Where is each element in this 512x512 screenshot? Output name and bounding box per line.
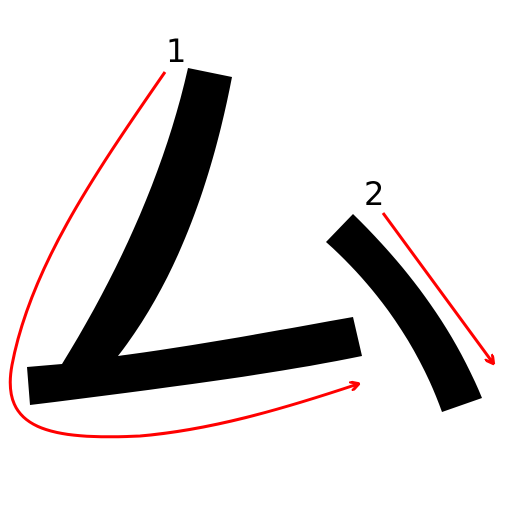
stroke-1-shape bbox=[27, 68, 362, 405]
stroke-2-shape bbox=[326, 214, 482, 412]
stroke-1 bbox=[27, 68, 362, 405]
stroke-2-direction-arrow bbox=[381, 212, 493, 363]
stroke-1-direction-arrow bbox=[8, 71, 358, 439]
stroke-2 bbox=[326, 214, 482, 412]
stroke-1-number: 1 bbox=[166, 32, 186, 70]
stroke-2-number: 2 bbox=[364, 175, 384, 213]
